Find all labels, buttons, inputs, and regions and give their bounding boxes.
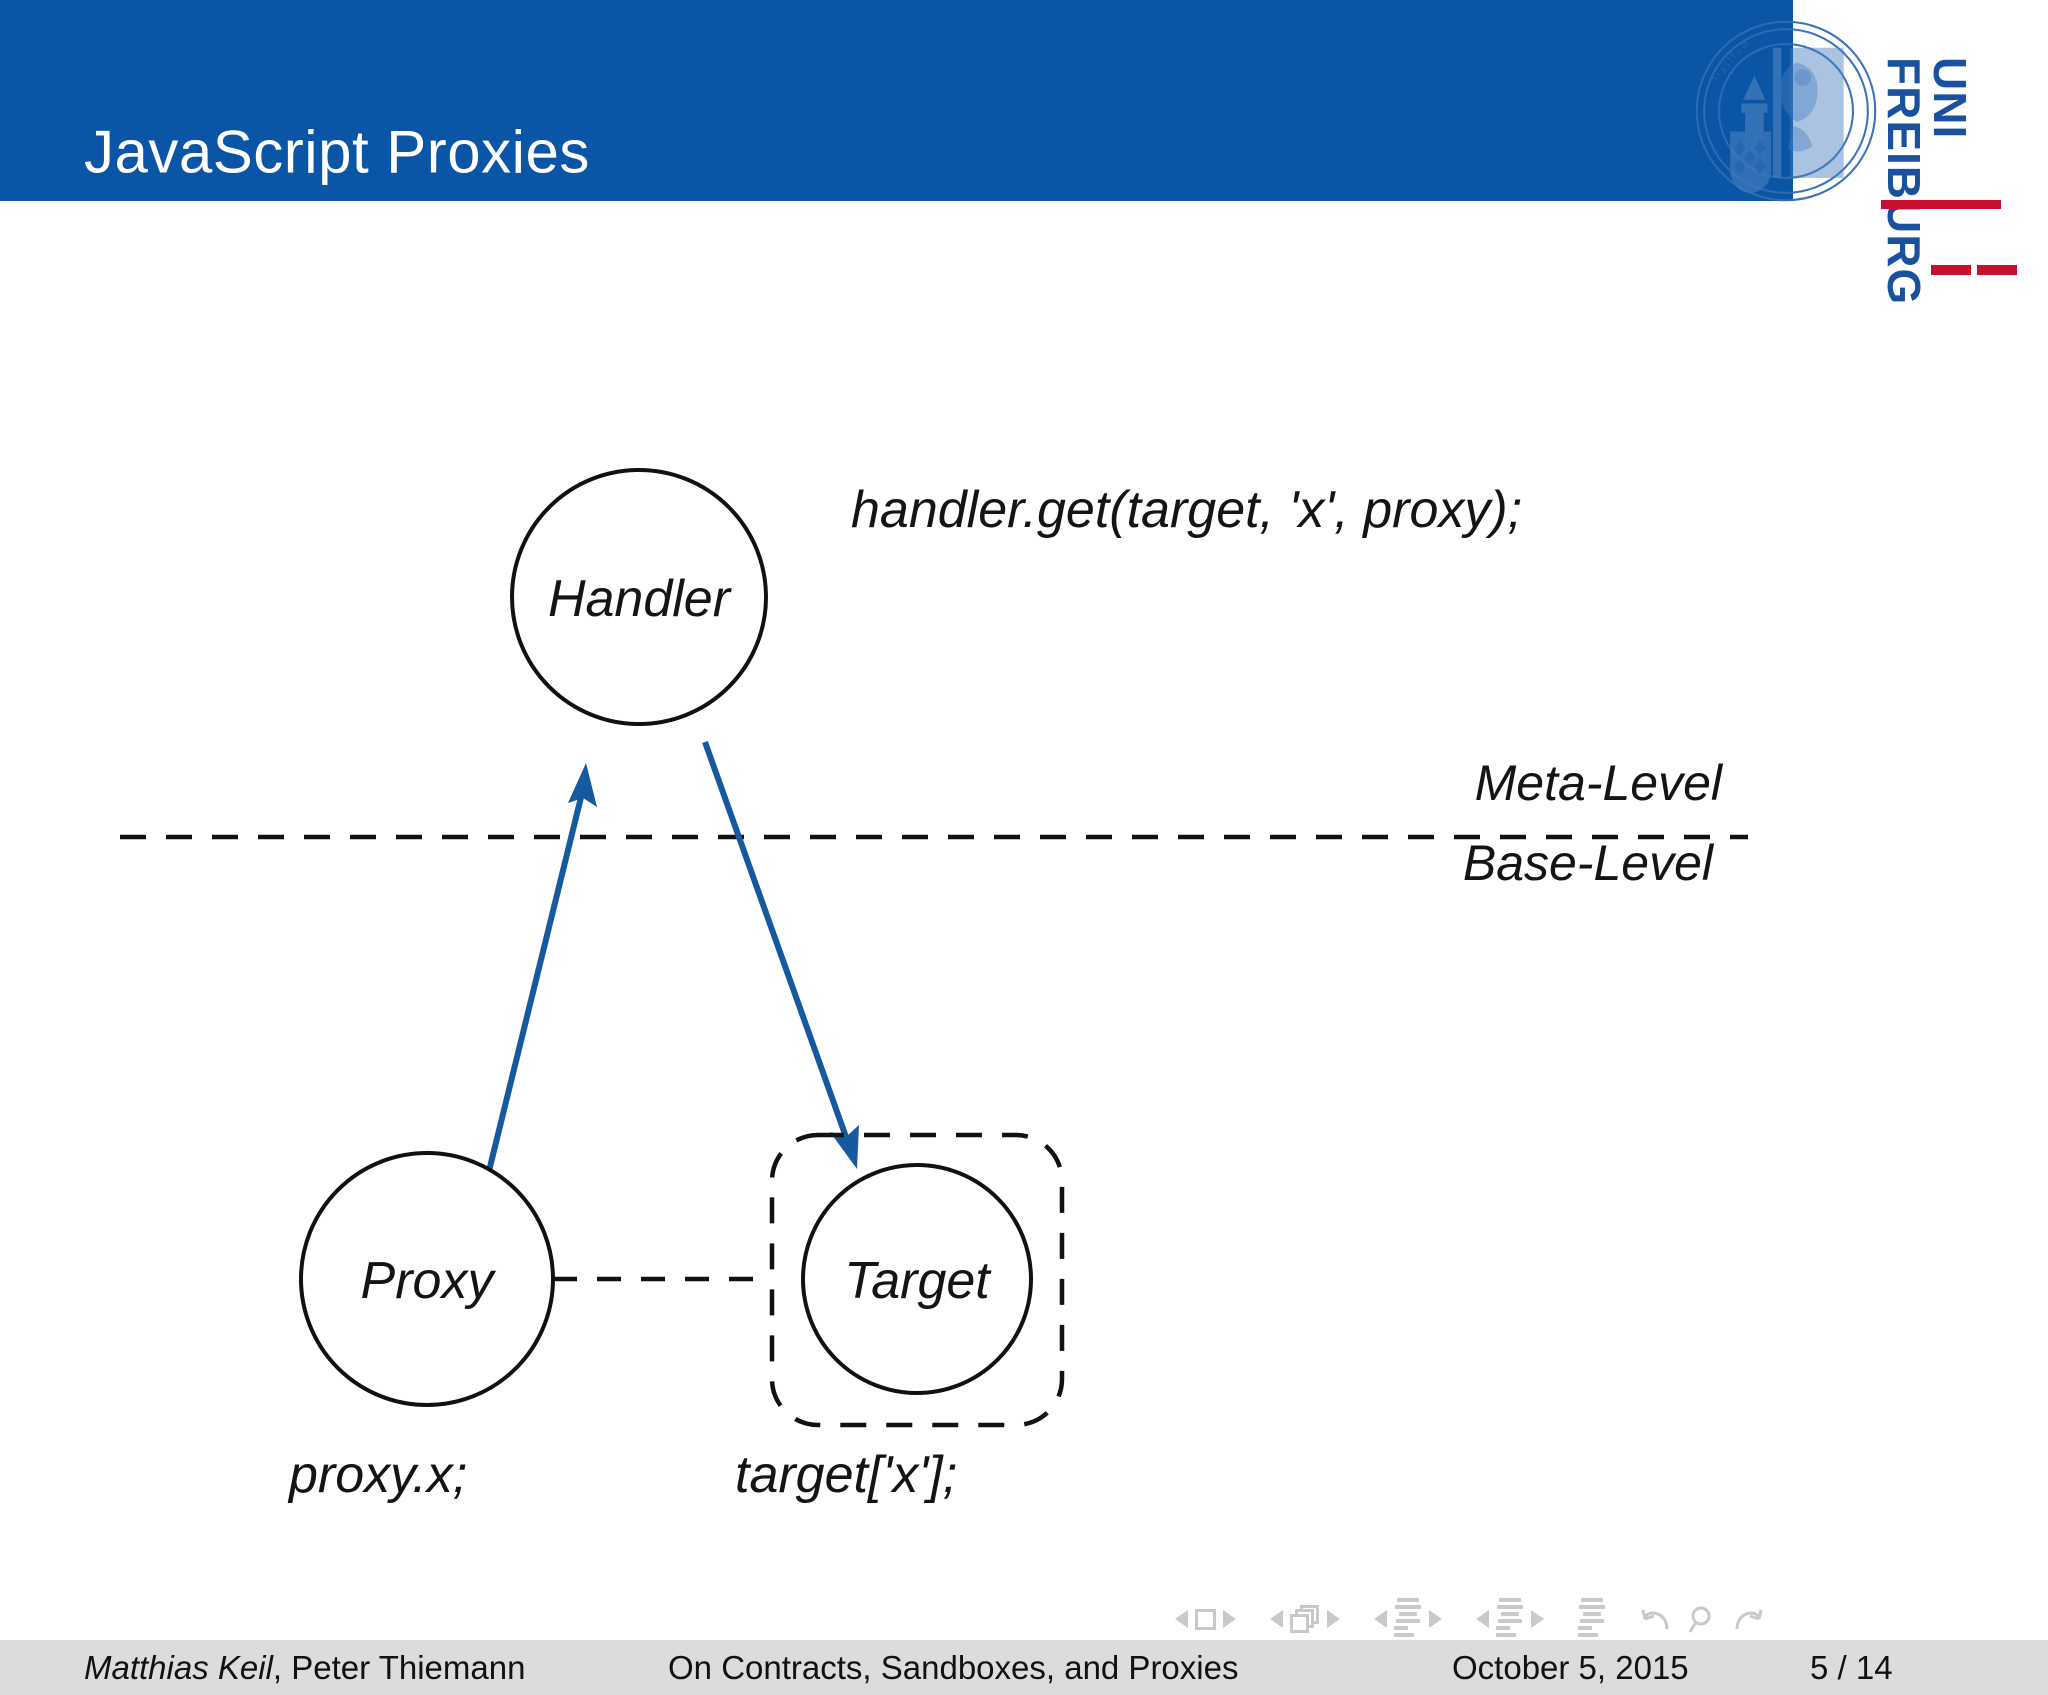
footer-page-number: 5 / 14 — [1810, 1648, 1893, 1686]
target-sandbox-boundary — [769, 1132, 1065, 1428]
slide-icon[interactable] — [1195, 1608, 1216, 1630]
node-proxy: Proxy — [299, 1151, 555, 1407]
footer-talk-title: On Contracts, Sandboxes, and Proxies — [668, 1648, 1239, 1686]
section-icon[interactable] — [1496, 1598, 1524, 1640]
proxy-diagram: Handler Proxy Target handler.get(target,… — [120, 468, 1748, 1504]
frame-icon[interactable] — [1290, 1605, 1320, 1633]
next-slide-icon[interactable] — [1223, 1610, 1236, 1628]
logo-accent-bar-2 — [1977, 265, 2017, 275]
footer-author-rest: , Peter Thiemann — [272, 1648, 526, 1686]
search-icon[interactable] — [1687, 1603, 1717, 1635]
nav-group-frame[interactable] — [1270, 1605, 1340, 1633]
document-icon[interactable] — [1578, 1598, 1606, 1640]
logo-wordmark: UNI FREIBURG — [1878, 56, 2048, 305]
nav-group-section[interactable] — [1476, 1598, 1544, 1640]
logo-word-uni: UNI — [1924, 57, 1976, 140]
subsection-icon[interactable] — [1394, 1598, 1422, 1640]
slide-footer: Matthias Keil, Peter Thiemann On Contrac… — [0, 1640, 2048, 1695]
svg-text:s i g i l l u m: s i g i l l u m — [1709, 38, 1752, 84]
nav-group-document[interactable] — [1578, 1598, 1606, 1640]
page-title: JavaScript Proxies — [84, 118, 590, 186]
node-handler: Handler — [510, 468, 768, 726]
forward-icon[interactable] — [1730, 1603, 1764, 1635]
next-frame-icon[interactable] — [1327, 1610, 1340, 1628]
footer-authors: Matthias Keil, Peter Thiemann — [84, 1649, 525, 1687]
nav-group-history[interactable] — [1640, 1603, 1770, 1635]
arrow-handler-to-target — [702, 740, 859, 1169]
beamer-navigation-bar[interactable] — [1175, 1598, 1804, 1640]
nav-group-slide[interactable] — [1175, 1608, 1236, 1630]
slide-content: Handler Proxy Target handler.get(target,… — [0, 207, 2048, 1577]
next-section-icon[interactable] — [1531, 1610, 1544, 1628]
nav-group-subsection[interactable] — [1374, 1598, 1442, 1640]
back-icon[interactable] — [1640, 1603, 1674, 1635]
node-target: Target — [801, 1163, 1033, 1395]
university-seal-icon: s i g i l l u m — [1695, 20, 1877, 202]
node-proxy-label: Proxy — [361, 1252, 497, 1310]
slide-header-bar — [0, 0, 1793, 201]
target-access-code: target['x']; — [735, 1446, 957, 1504]
arrow-proxy-to-handler — [484, 763, 597, 1180]
prev-frame-icon[interactable] — [1270, 1610, 1283, 1628]
prev-slide-icon[interactable] — [1175, 1610, 1188, 1628]
base-level-label: Base-Level — [1463, 835, 1715, 891]
prev-subsection-icon[interactable] — [1374, 1610, 1387, 1628]
header-red-accent — [1881, 200, 2001, 209]
proxy-access-code: proxy.x; — [287, 1446, 467, 1504]
footer-author-primary: Matthias Keil — [84, 1648, 273, 1686]
footer-date: October 5, 2015 — [1452, 1648, 1689, 1686]
header-underline — [0, 201, 1793, 207]
university-logo: s i g i l l u m UNI FREIBURG — [1695, 0, 2048, 305]
next-subsection-icon[interactable] — [1429, 1610, 1442, 1628]
prev-section-icon[interactable] — [1476, 1610, 1489, 1628]
logo-accent-bar-1 — [1931, 265, 1971, 275]
node-target-label: Target — [844, 1252, 992, 1310]
handler-call-code: handler.get(target, 'x', proxy); — [851, 481, 1522, 539]
meta-level-label: Meta-Level — [1475, 755, 1724, 811]
node-handler-label: Handler — [548, 570, 733, 628]
